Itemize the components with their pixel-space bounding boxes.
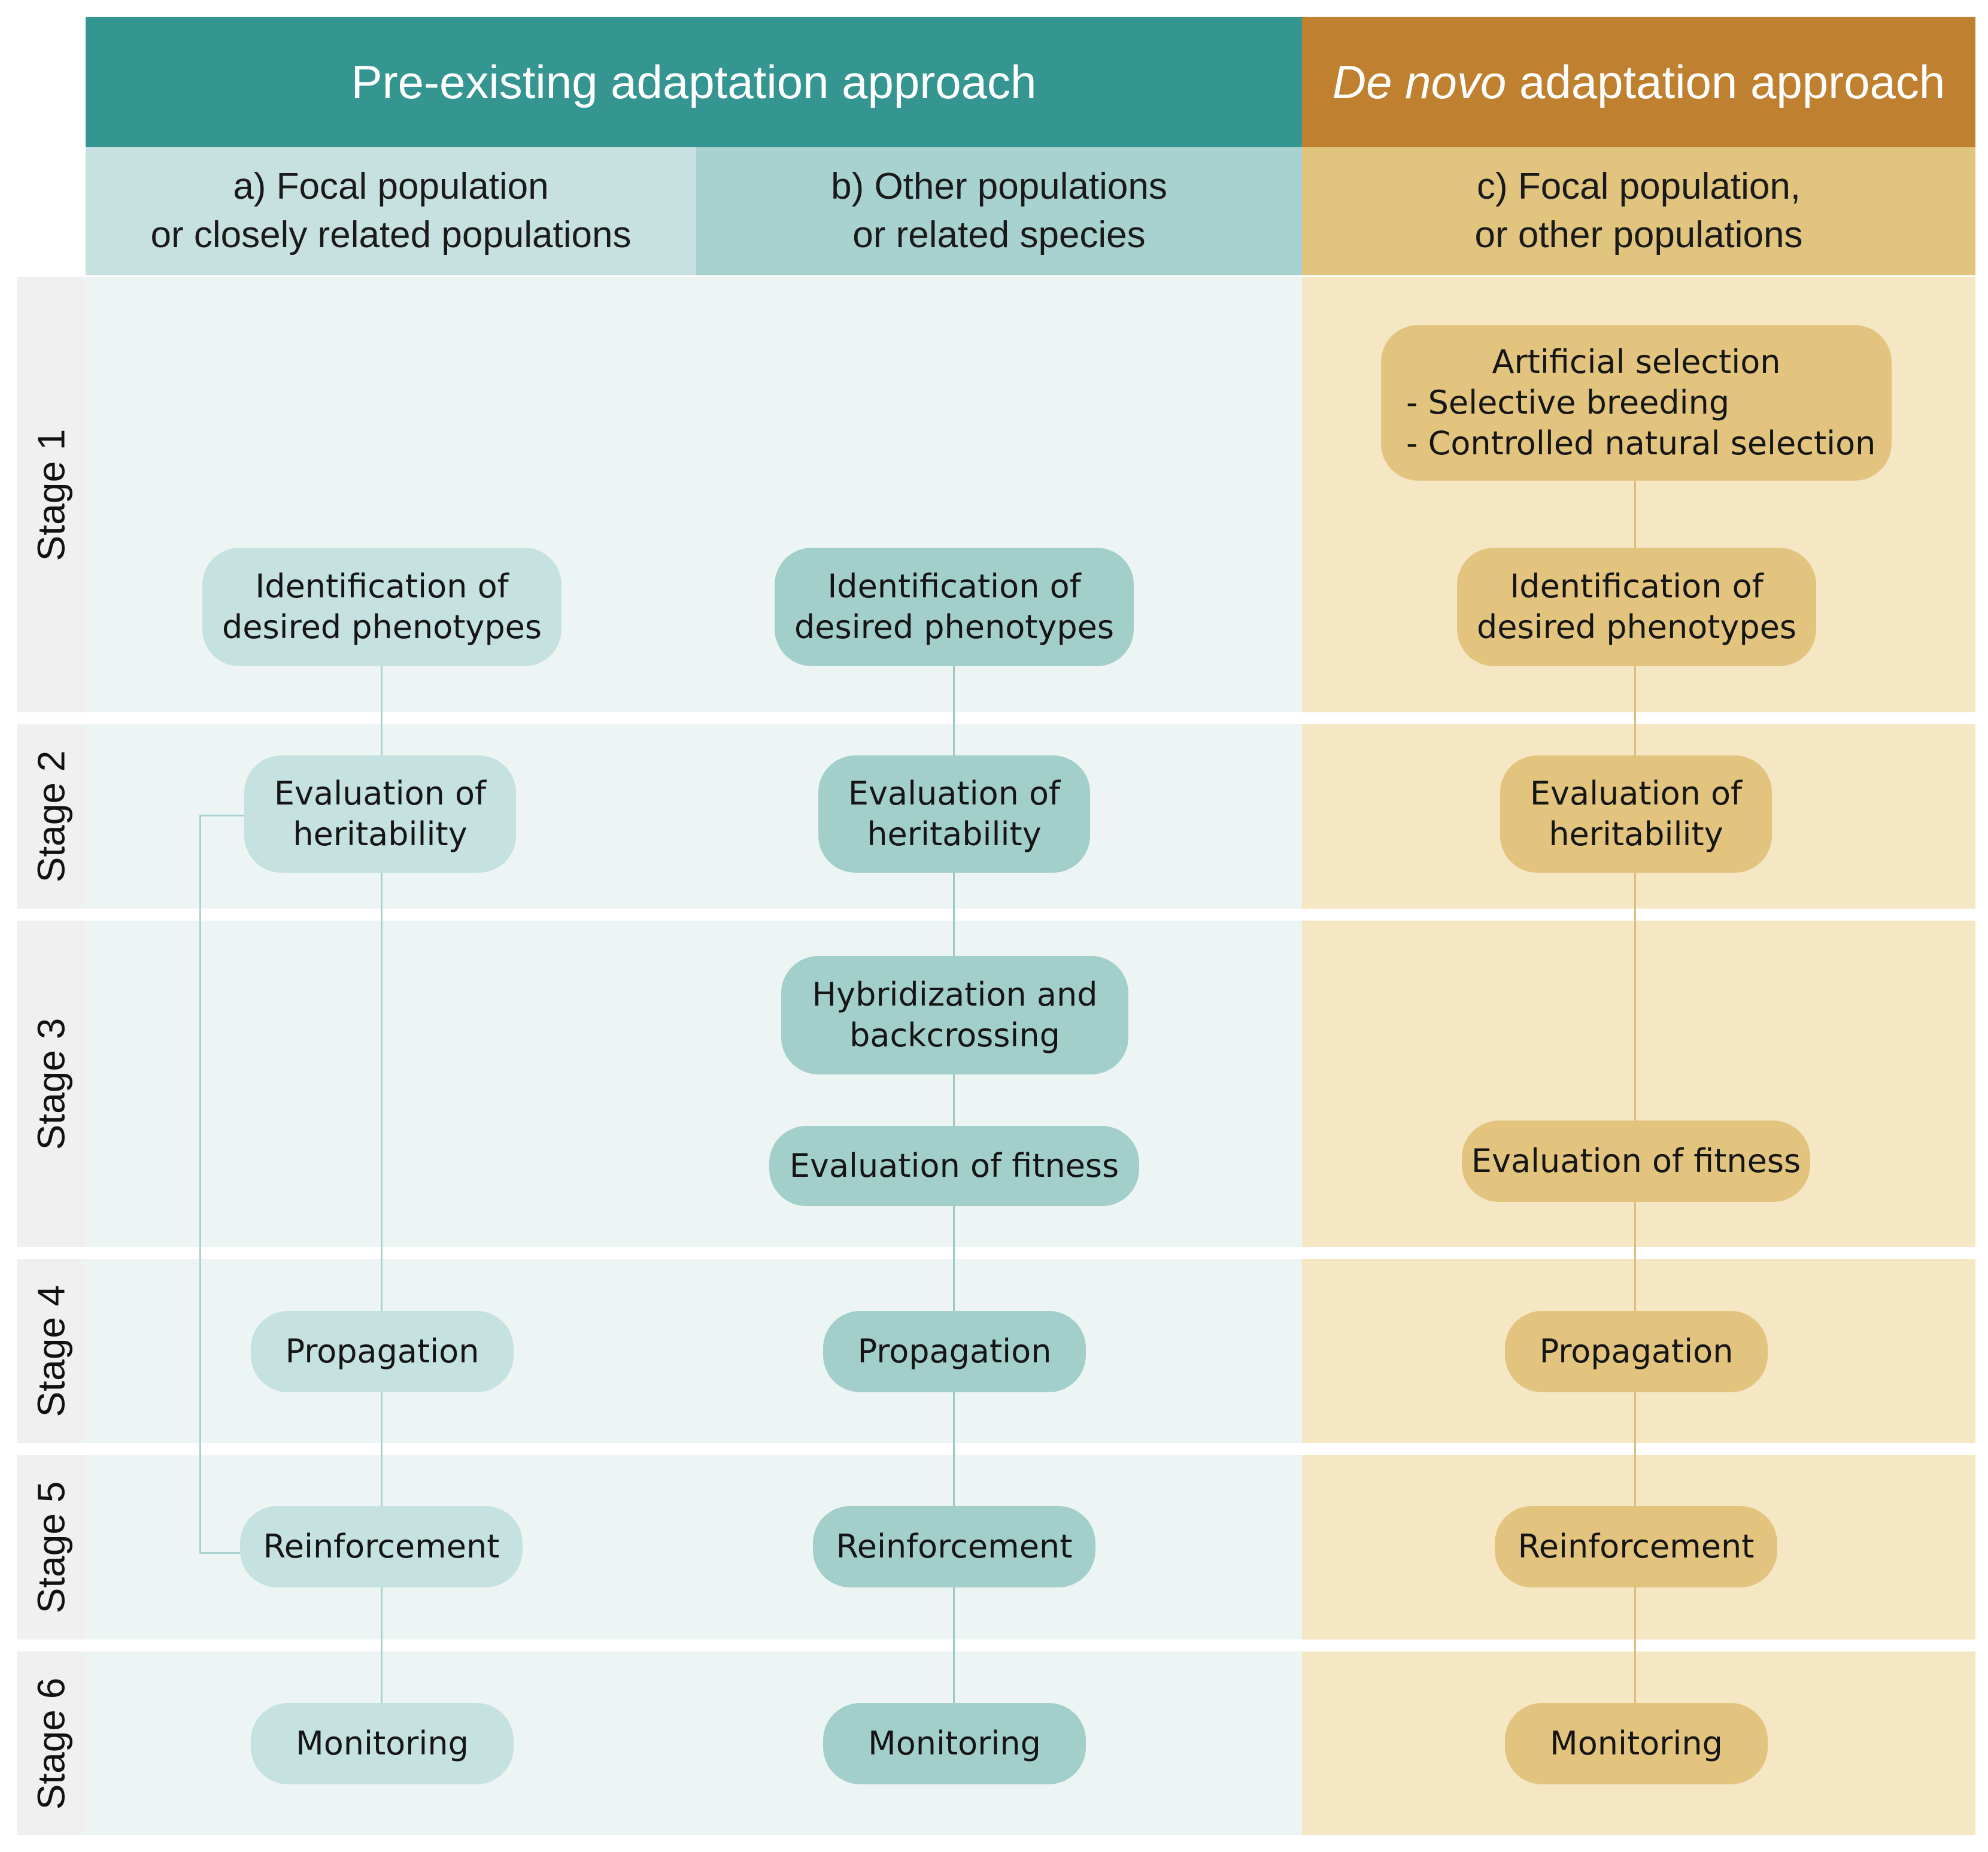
pre-existing-header-text: Pre-existing adaptation approach (351, 55, 1037, 108)
feedback-loop-top (199, 815, 247, 816)
c-identification-box: Identification of desired phenotypes (1457, 548, 1816, 666)
stage-3-label: Stage 3 (17, 921, 86, 1247)
b-monitoring-box: Monitoring (823, 1703, 1086, 1784)
column-b-line1: b) Other populations (831, 166, 1167, 208)
c-heritability-box: Evaluation of heritability (1500, 755, 1772, 873)
a-heritability-box: Evaluation of heritability (244, 755, 516, 873)
b-propagation-box: Propagation (823, 1311, 1086, 1392)
column-c-header: c) Focal population, or other population… (1302, 147, 1975, 275)
b-reinforcement-box: Reinforcement (813, 1506, 1095, 1587)
column-b-header: b) Other populations or related species (696, 147, 1302, 275)
b-fitness-box: Evaluation of fitness (769, 1126, 1139, 1206)
pre-existing-header: Pre-existing adaptation approach (86, 17, 1302, 147)
de-novo-header-text: De novo adaptation approach (1333, 55, 1945, 110)
stage-2-label: Stage 2 (17, 724, 86, 909)
b-identification-box: Identification of desired phenotypes (775, 548, 1134, 666)
b-heritability-box: Evaluation of heritability (818, 755, 1090, 873)
a-reinforcement-box: Reinforcement (240, 1506, 523, 1587)
c-fitness-box: Evaluation of fitness (1462, 1121, 1810, 1202)
column-a-line2: or closely related populations (150, 214, 632, 256)
a-monitoring-box: Monitoring (251, 1703, 514, 1784)
de-novo-rest: adaptation approach (1506, 55, 1945, 108)
column-b-line2: or related species (852, 214, 1146, 256)
column-a-line1: a) Focal population (233, 166, 549, 208)
a-identification-box: Identification of desired phenotypes (202, 548, 562, 666)
de-novo-header: De novo adaptation approach (1302, 17, 1975, 147)
column-a-header-text: a) Focal population or closely related p… (150, 163, 631, 259)
c-reinforcement-box: Reinforcement (1495, 1506, 1777, 1587)
a-propagation-box: Propagation (251, 1311, 514, 1392)
artificial-selection-item-2: - Controlled natural selection (1406, 424, 1876, 462)
c-monitoring-box: Monitoring (1505, 1703, 1768, 1784)
connector-line-c (1634, 479, 1636, 1742)
feedback-loop-bottom (199, 1552, 241, 1554)
stage-6-label: Stage 6 (17, 1651, 86, 1835)
column-b-header-text: b) Other populations or related species (831, 163, 1167, 259)
de-novo-italic: De novo (1332, 55, 1507, 108)
b-hybridization-box: Hybridization and backcrossing (781, 956, 1128, 1074)
c-propagation-box: Propagation (1505, 1311, 1768, 1392)
column-c-line1: c) Focal population, (1476, 166, 1801, 208)
column-c-line2: or other populations (1474, 214, 1803, 256)
column-c-header-text: c) Focal population, or other population… (1474, 163, 1802, 259)
artificial-selection-title: Artificial selection (1492, 343, 1781, 381)
feedback-loop-vertical (199, 815, 201, 1554)
connector-line-a (381, 664, 383, 1742)
column-a-header: a) Focal population or closely related p… (86, 147, 696, 275)
stage-1-label: Stage 1 (17, 277, 86, 712)
artificial-selection-item-1: - Selective breeding (1406, 384, 1730, 421)
stage-5-label: Stage 5 (17, 1455, 86, 1640)
c-artificial-selection-box: Artificial selection - Selective breedin… (1381, 325, 1892, 481)
stage-4-label: Stage 4 (17, 1259, 86, 1443)
